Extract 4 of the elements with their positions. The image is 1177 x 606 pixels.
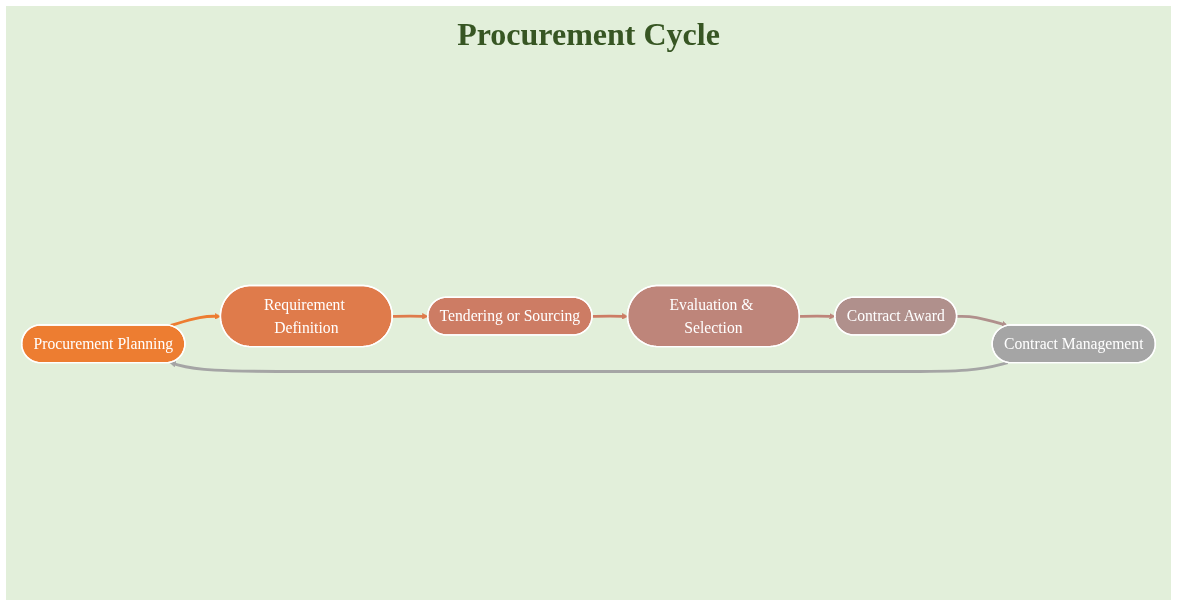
diagram-title: Procurement Cycle bbox=[456, 16, 721, 53]
arrow bbox=[169, 361, 1009, 373]
arrow bbox=[956, 314, 1009, 328]
arrow bbox=[799, 313, 836, 320]
